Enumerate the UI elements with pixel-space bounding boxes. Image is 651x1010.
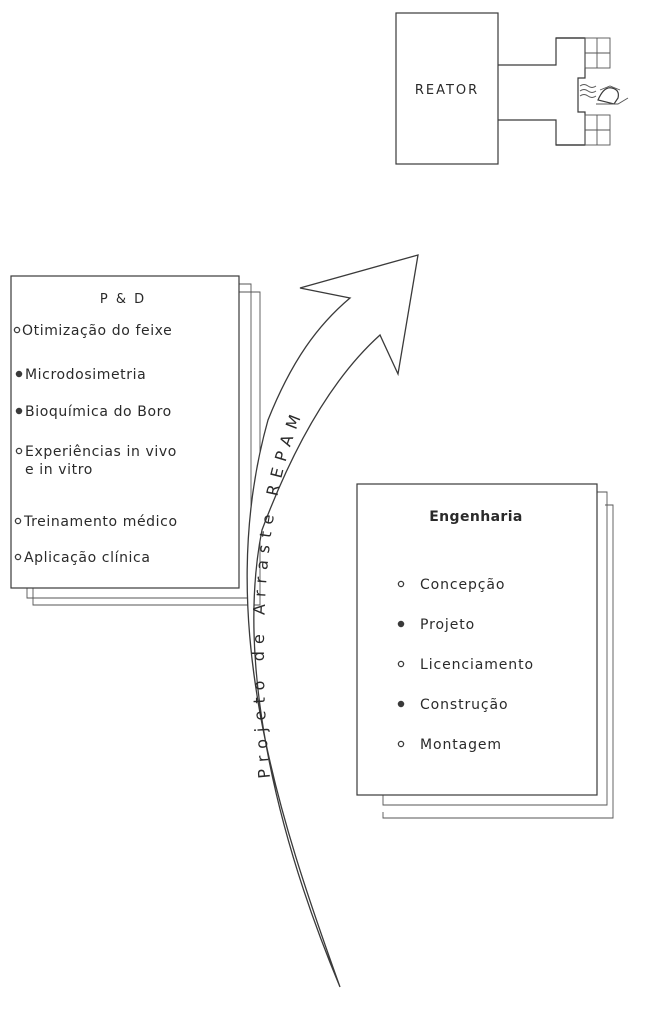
- reactor-box: [395, 12, 499, 165]
- reactor-label: REATOR: [415, 83, 479, 98]
- pd-bullet: [15, 447, 23, 455]
- pd-item-experiments: Experiências in vivo: [25, 444, 177, 460]
- pd-bullet: [14, 553, 22, 561]
- curved-arrow-shape: [246, 254, 419, 988]
- pd-bullet: [14, 517, 22, 525]
- engenharia-bullet: [397, 620, 405, 628]
- engenharia-item-project: Projeto: [420, 617, 475, 633]
- pd-panel: P & D Otimização do feixe Microdosimetri…: [10, 275, 240, 589]
- reactor-upper-connector: [498, 37, 585, 66]
- engenharia-box: [356, 483, 598, 796]
- pd-box: [10, 275, 240, 589]
- engenharia-box-shadow: [382, 491, 614, 819]
- engenharia-item-construction: Construção: [420, 697, 508, 713]
- pd-bullet: [15, 407, 23, 415]
- pd-item-medical-training: Treinamento médico: [23, 514, 178, 530]
- facility-schematic: [556, 37, 629, 146]
- pd-item-beam-optimization: Otimização do feixe: [22, 323, 172, 339]
- pd-item-boron-biochemistry: Bioquímica do Boro: [25, 404, 172, 420]
- engenharia-title: Engenharia: [429, 509, 523, 525]
- engenharia-bullet: [397, 700, 405, 708]
- engenharia-item-licensing: Licenciamento: [420, 657, 534, 673]
- engenharia-item-conception: Concepção: [420, 577, 505, 593]
- pd-item-microdosimetry: Microdosimetria: [25, 367, 146, 383]
- pd-title: P & D: [100, 292, 146, 307]
- pd-bullet: [13, 326, 21, 334]
- pd-item-experiments-line2: e in vitro: [25, 462, 93, 478]
- engenharia-bullet: [397, 740, 405, 748]
- reactor-lower-connector: [498, 119, 585, 146]
- engenharia-bullet: [397, 660, 405, 668]
- pd-item-clinical-application: Aplicação clínica: [24, 550, 151, 566]
- engenharia-panel: Engenharia Concepção Projeto Licenciamen…: [356, 483, 598, 796]
- reactor-schematic: REATOR: [395, 12, 629, 165]
- engenharia-bullet: [397, 580, 405, 588]
- engenharia-item-assembly: Montagem: [420, 737, 502, 753]
- pd-bullet: [15, 370, 23, 378]
